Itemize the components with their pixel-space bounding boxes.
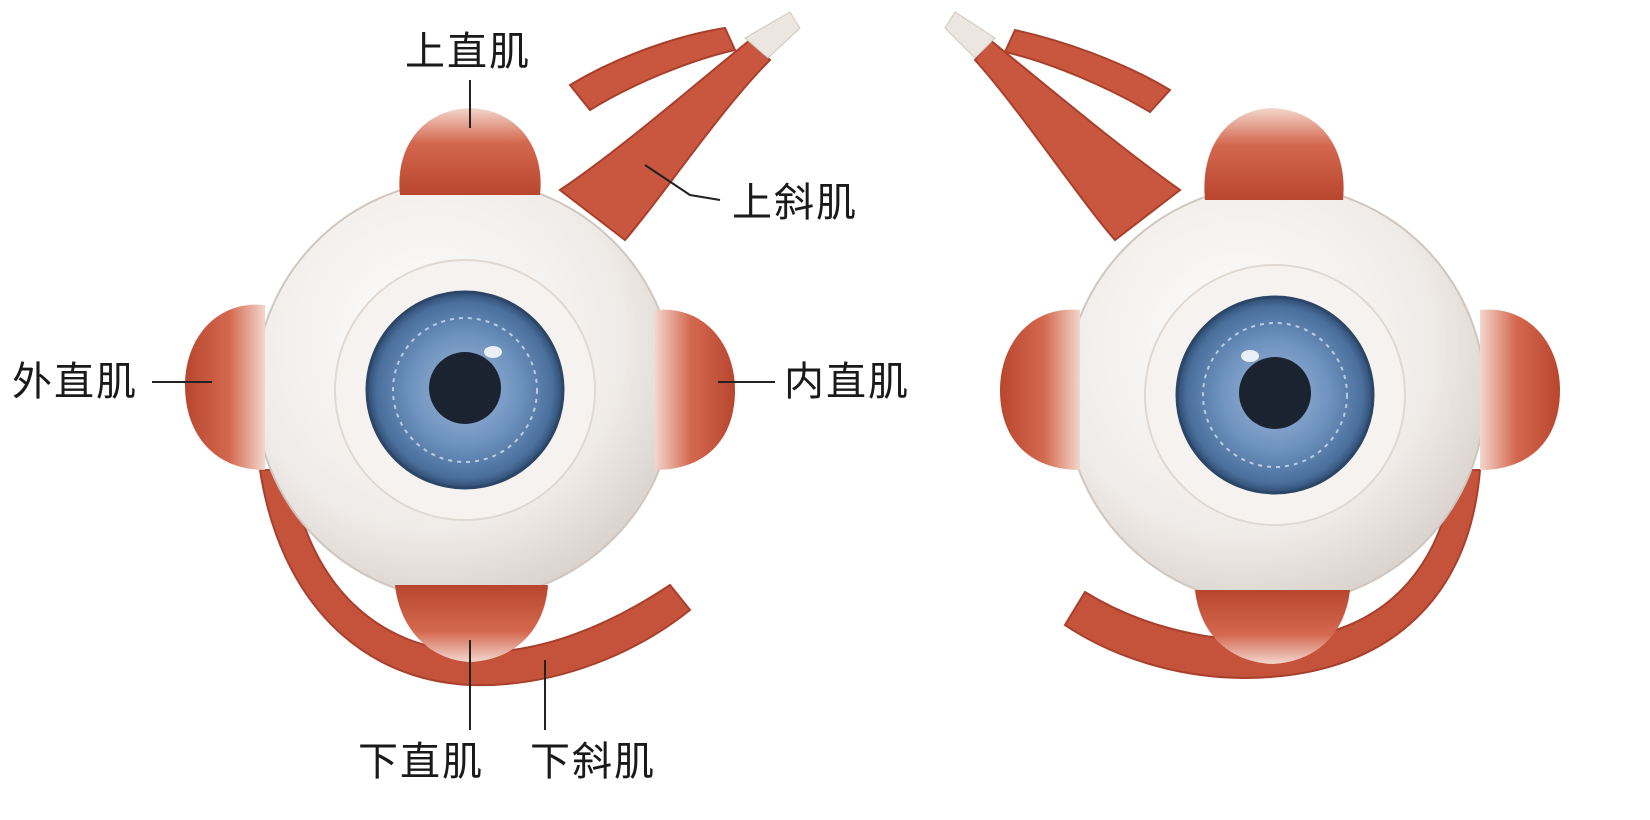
label-lateral-rectus: 外直肌 — [12, 362, 138, 402]
left-medial-rectus-muscle — [655, 310, 735, 470]
left-eye — [185, 12, 800, 685]
label-inferior-rectus: 下直肌 — [358, 742, 484, 782]
right-lateral-rectus-muscle — [1480, 310, 1560, 470]
left-pupil — [429, 352, 501, 424]
label-superior-rectus: 上直肌 — [405, 32, 531, 72]
right-superior-rectus-muscle — [1204, 108, 1343, 200]
label-superior-oblique: 上斜肌 — [732, 183, 858, 223]
right-medial-rectus-muscle — [1000, 310, 1080, 470]
label-medial-rectus: 内直肌 — [784, 362, 910, 402]
right-pupil — [1239, 357, 1311, 429]
left-lateral-rectus-muscle — [185, 305, 265, 470]
label-inferior-oblique: 下斜肌 — [530, 742, 656, 782]
right-eye — [945, 12, 1560, 678]
